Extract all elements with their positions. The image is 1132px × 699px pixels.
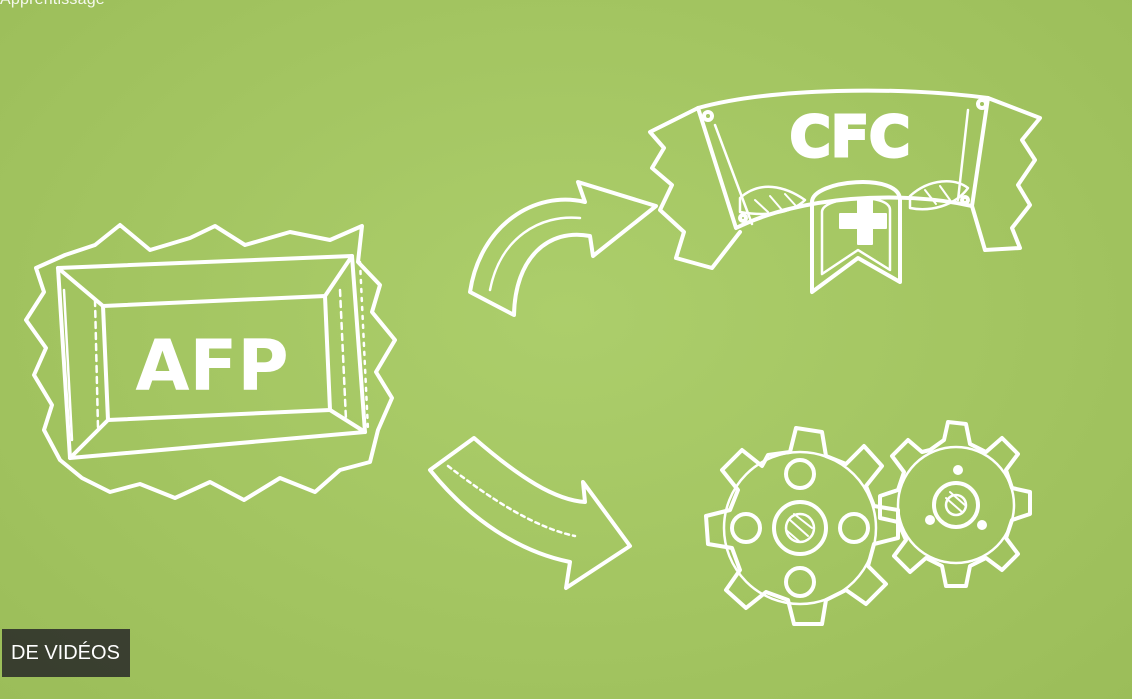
afp-box-icon — [24, 223, 397, 502]
cfc-banner-icon — [648, 88, 1042, 270]
channel-banner[interactable]: DE VIDÉOS — [2, 629, 130, 677]
shield-cross-icon — [810, 180, 902, 294]
video-title: Apprentissage — [0, 0, 105, 9]
arrow-up-right-icon — [468, 180, 658, 317]
gears-icon — [704, 420, 1032, 626]
afp-label: AFP — [135, 325, 288, 407]
arrow-down-right-icon — [428, 436, 632, 590]
cfc-label: CFC — [790, 105, 910, 170]
